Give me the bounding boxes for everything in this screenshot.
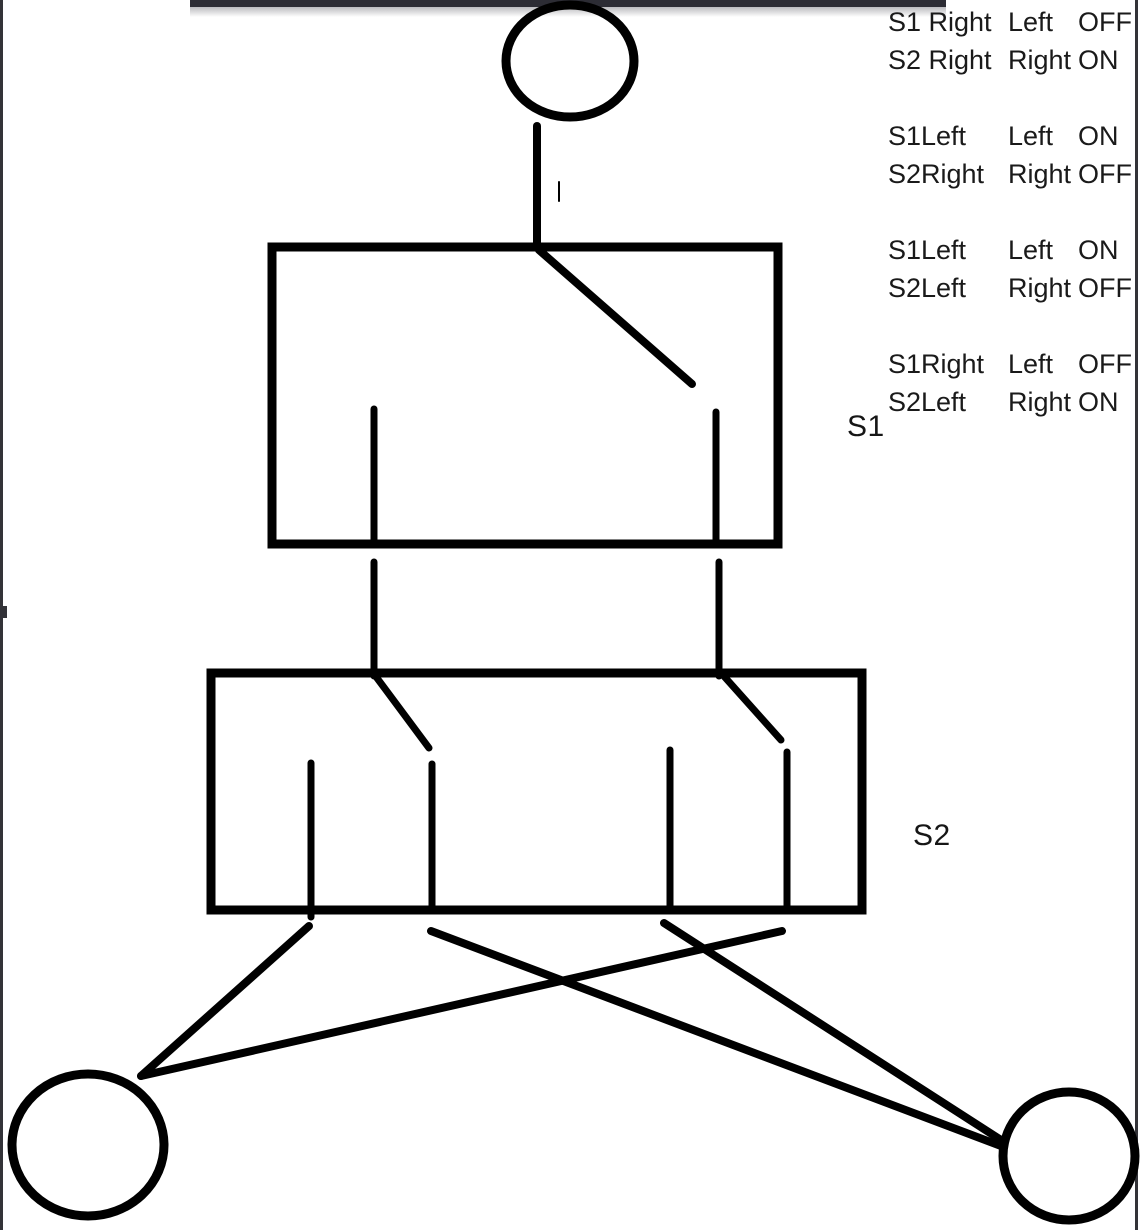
lamp-state: OFF (1078, 159, 1132, 189)
switch-s1-label: S1 (847, 410, 885, 443)
switch-name: S1Right (888, 349, 985, 379)
switch-name: S1Left (888, 235, 967, 265)
lamp-state: ON (1078, 121, 1119, 151)
lamp-state: ON (1078, 45, 1119, 75)
lamp-state: OFF (1078, 349, 1132, 379)
state-row: S1Left Left ON (888, 231, 1141, 269)
wire-contact4-to-left-lamp (137, 927, 786, 1080)
lamp-state: OFF (1078, 273, 1132, 303)
switch-position: Right (1008, 273, 1072, 303)
lamp-state: OFF (1078, 7, 1132, 37)
lamp-left-circle (7, 1069, 169, 1221)
switch-box-s1 (267, 242, 783, 549)
switch-name: S2Left (888, 273, 967, 303)
switch-position: Left (1008, 349, 1054, 379)
s2-switch-blade-left (370, 670, 433, 752)
switch-position: Left (1008, 121, 1054, 151)
switch-s2-label: S2 (913, 819, 951, 852)
lamp-right-circle (998, 1087, 1140, 1225)
s1-switch-blade (535, 246, 696, 388)
lamp-state: ON (1078, 387, 1119, 417)
switch-name: S2 Right (888, 45, 992, 75)
wire-contact1-to-left-lamp (137, 922, 313, 1080)
switch-name: S2Right (888, 159, 985, 189)
switch-position: Right (1008, 387, 1072, 417)
switch-name: S1Left (888, 121, 967, 151)
state-row: S1Right Left OFF (888, 345, 1141, 383)
switch-name: S1 Right (888, 7, 992, 37)
state-row: S1 Right Left OFF (888, 3, 1141, 41)
switch-position: Right (1008, 159, 1072, 189)
switch-position: Left (1008, 235, 1054, 265)
window-top-bar-shadow (190, 7, 946, 17)
lamp-state: ON (1078, 235, 1119, 265)
state-row: S1Left Left ON (888, 117, 1141, 155)
wire-contact3-to-right-lamp (660, 919, 1005, 1144)
lamp-top-circle (501, 0, 639, 122)
page-right-border (1135, 0, 1138, 1230)
wire-contact2-to-right-lamp (427, 927, 1005, 1150)
switch-box-s2 (206, 668, 867, 915)
page-left-border-mark (0, 606, 7, 618)
switch-name: S2Left (888, 387, 967, 417)
switch-position: Left (1008, 7, 1054, 37)
switch-position: Right (1008, 45, 1072, 75)
s2-switch-blade-right (718, 670, 785, 744)
